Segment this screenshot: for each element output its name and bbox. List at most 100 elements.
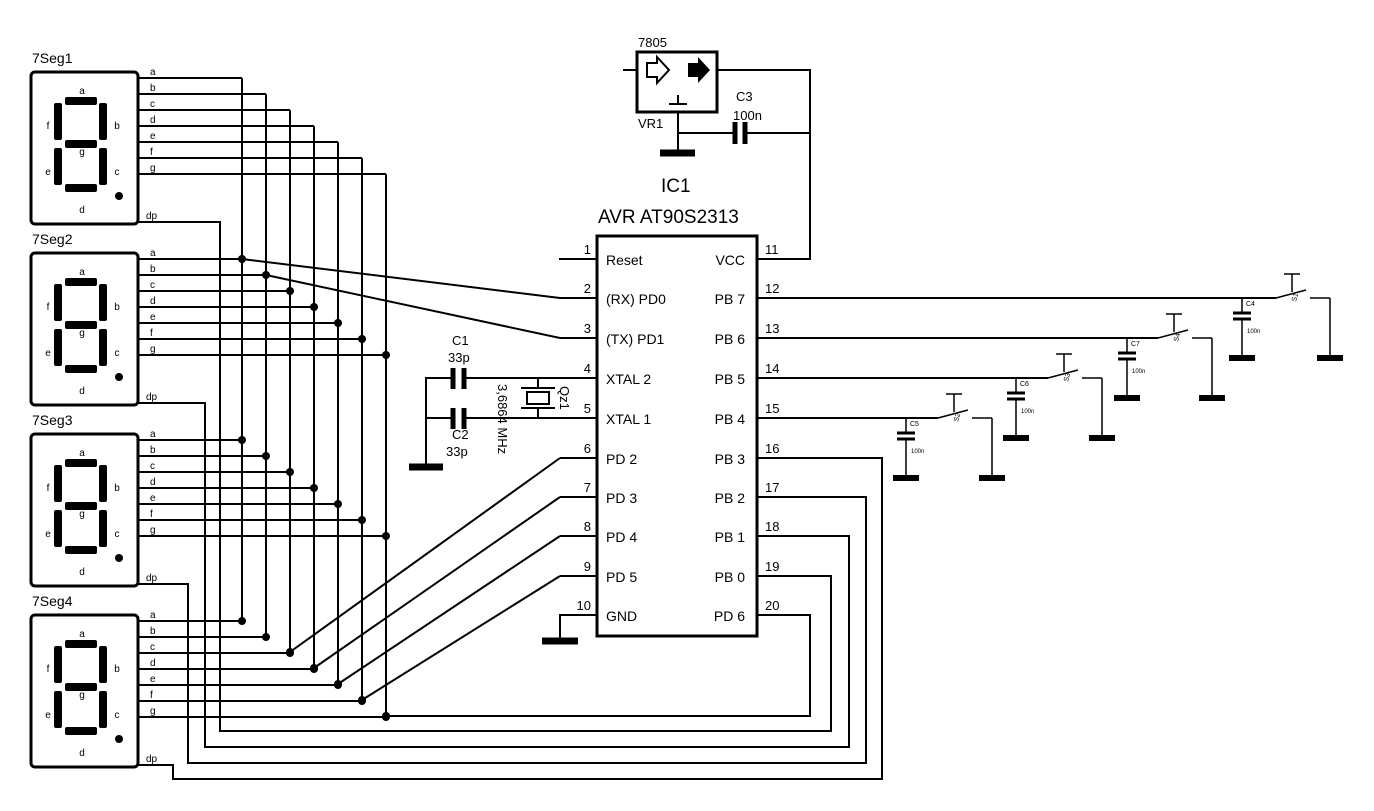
segment-e bbox=[54, 329, 62, 366]
switch-lever bbox=[937, 409, 969, 419]
ic-pin-number: 19 bbox=[765, 559, 779, 574]
segment-letter: b bbox=[114, 121, 120, 132]
c3-ref-label: C3 bbox=[736, 89, 753, 104]
ic-pin-name: Reset bbox=[606, 252, 643, 268]
decimal-point-segment bbox=[115, 554, 123, 562]
display-pin-label: c bbox=[150, 280, 155, 291]
segment-letter: d bbox=[79, 205, 85, 216]
segment-letter: e bbox=[45, 529, 51, 540]
pushbutton-switch-circuit: C4 100n S1 bbox=[757, 273, 1343, 361]
dp-wire bbox=[138, 496, 867, 764]
decimal-point-segment bbox=[115, 373, 123, 381]
cap-value-label: 100n bbox=[1247, 329, 1260, 335]
segment-letter: e bbox=[45, 167, 51, 178]
cap-ref-label: C6 bbox=[1020, 381, 1029, 388]
crystal-ref-label: Qz1 bbox=[557, 386, 572, 410]
junction-dot bbox=[286, 648, 294, 656]
ic-pin-number: 1 bbox=[584, 242, 591, 257]
ic-name-label: AVR AT90S2313 bbox=[598, 207, 739, 228]
regulator-ref-label: VR1 bbox=[638, 116, 663, 131]
segment-letter: f bbox=[47, 121, 50, 132]
ic-pin-number: 20 bbox=[765, 598, 779, 613]
segment-c bbox=[99, 691, 107, 728]
segment-g bbox=[65, 321, 97, 329]
display-pin-label: c bbox=[150, 642, 155, 653]
display-pin-label: d bbox=[150, 296, 156, 307]
segment-e bbox=[54, 148, 62, 185]
display-pin-label: a bbox=[150, 610, 156, 621]
display-pin-label: g bbox=[150, 706, 156, 717]
segment-d bbox=[65, 727, 97, 735]
segment-e bbox=[54, 691, 62, 728]
display-label: 7Seg3 bbox=[32, 412, 73, 428]
c2-ref-label: C2 bbox=[452, 427, 469, 442]
ic-pin-name: (RX) PD0 bbox=[606, 291, 666, 307]
decimal-point-segment bbox=[115, 192, 123, 200]
segment-letter: e bbox=[45, 348, 51, 359]
display-pin-label: dp bbox=[146, 392, 158, 403]
ic-pin-name: PB 3 bbox=[715, 451, 746, 467]
ic-pin-number: 9 bbox=[584, 559, 591, 574]
display-pin-label: c bbox=[150, 99, 155, 110]
regulator-output-arrow-icon bbox=[688, 57, 710, 83]
segment-d bbox=[65, 546, 97, 554]
cap-value-label: 100n bbox=[1021, 409, 1034, 415]
ic-pin-number: 13 bbox=[765, 321, 779, 336]
ic-pin-name: PB 0 bbox=[715, 569, 746, 585]
voltage-regulator: 7805 VR1 C3 100n bbox=[623, 35, 811, 260]
ic-pin-name: PB 2 bbox=[715, 490, 746, 506]
segment-letter: b bbox=[114, 664, 120, 675]
segment-g bbox=[65, 140, 97, 148]
ic-pin-name: XTAL 2 bbox=[606, 371, 651, 387]
segment-d bbox=[65, 365, 97, 373]
segment-b bbox=[99, 284, 107, 321]
switch-label: S4 bbox=[1173, 332, 1182, 342]
cap-ref-label: C7 bbox=[1131, 341, 1140, 348]
segment-f bbox=[54, 465, 62, 502]
display-pin-label: dp bbox=[146, 573, 158, 584]
switch-label: S1 bbox=[1291, 292, 1300, 302]
segment-letter: b bbox=[114, 483, 120, 494]
segment-c bbox=[99, 510, 107, 547]
segment-letter: f bbox=[47, 483, 50, 494]
display-pin-label: a bbox=[150, 429, 156, 440]
ic-pin-number: 14 bbox=[765, 361, 779, 376]
ic-pin-name: PB 7 bbox=[715, 291, 746, 307]
segment-b bbox=[99, 465, 107, 502]
segment-letter: a bbox=[79, 86, 85, 97]
ic-pin-number: 16 bbox=[765, 441, 779, 456]
dp-wire bbox=[138, 402, 850, 748]
ic-pin-name: GND bbox=[606, 608, 637, 624]
segment-letter: c bbox=[115, 710, 120, 721]
pd-wire bbox=[337, 535, 561, 685]
c3-value-label: 100n bbox=[733, 108, 762, 123]
segment-f bbox=[54, 103, 62, 140]
display-pin-label: g bbox=[150, 525, 156, 536]
display-pin-label: dp bbox=[146, 211, 158, 222]
display-pin-label: e bbox=[150, 312, 156, 323]
segment-letter: g bbox=[79, 328, 85, 339]
ic-pin-name: PD 4 bbox=[606, 529, 637, 545]
display-pin-label: f bbox=[150, 328, 153, 339]
switch-label: S3 bbox=[1063, 372, 1072, 382]
switch-lever bbox=[1047, 369, 1079, 379]
cap-value-label: 100n bbox=[1132, 369, 1145, 375]
junction-dot bbox=[334, 680, 342, 688]
display-pin-label: f bbox=[150, 147, 153, 158]
ic-pin-number: 7 bbox=[584, 480, 591, 495]
cap-ref-label: C5 bbox=[910, 421, 919, 428]
regulator-input-arrow-icon bbox=[646, 54, 671, 86]
segment-g bbox=[65, 683, 97, 691]
switch-label: S2 bbox=[953, 412, 962, 422]
switch-lever bbox=[1275, 289, 1307, 299]
ic-pin-number: 11 bbox=[765, 242, 779, 257]
display-pin-label: g bbox=[150, 344, 156, 355]
ic-pin-number: 18 bbox=[765, 519, 779, 534]
cap-ref-label: C4 bbox=[1246, 301, 1255, 308]
segment-e bbox=[54, 510, 62, 547]
display-pin-label: b bbox=[150, 264, 156, 275]
segment-letter: a bbox=[79, 629, 85, 640]
